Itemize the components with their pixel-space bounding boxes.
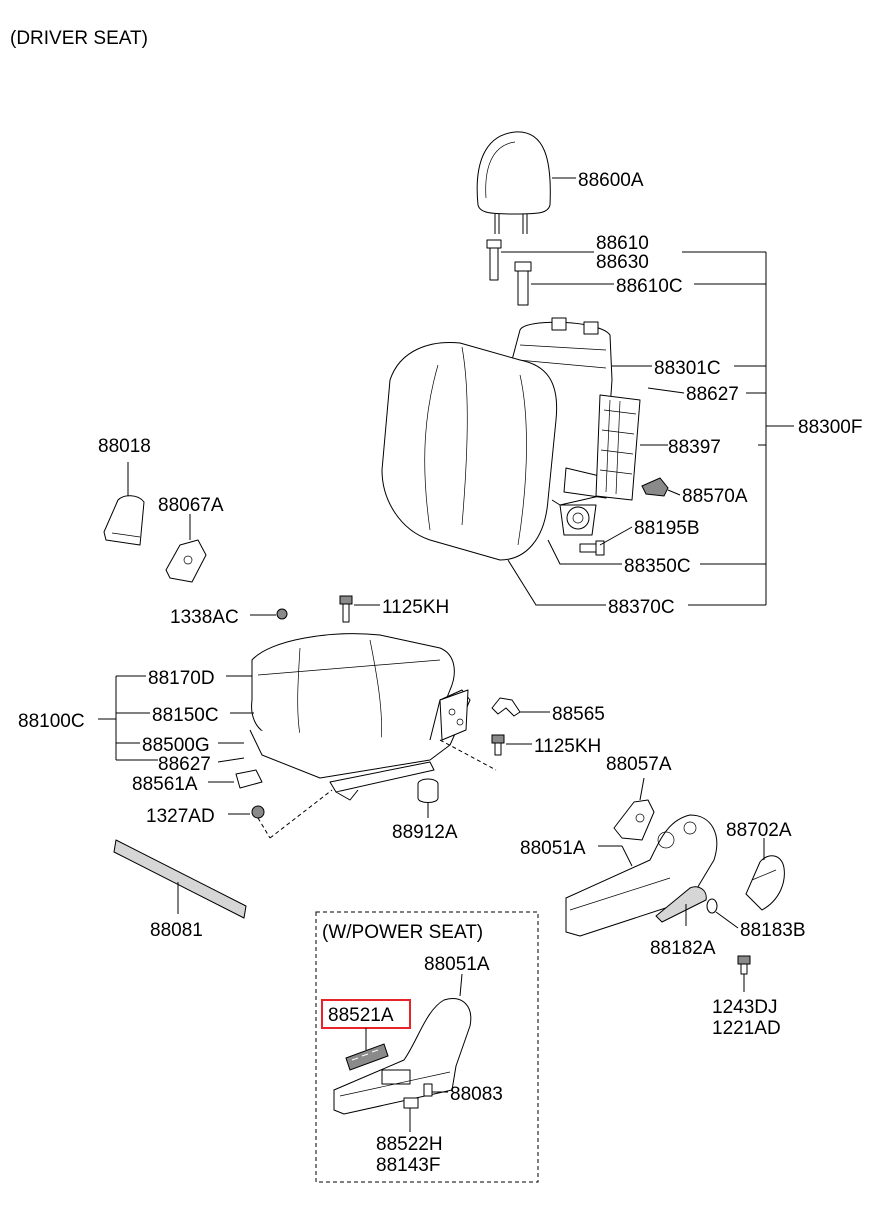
label-88522H: 88522H	[376, 1134, 443, 1155]
label-88627-upper: 88627	[686, 384, 739, 405]
lever-88182A-part[interactable]	[655, 886, 707, 923]
knob-88522H-part[interactable]	[403, 1097, 419, 1109]
label-88300F: 88300F	[798, 417, 862, 438]
label-88051A-power: 88051A	[424, 954, 490, 975]
label-88100C: 88100C	[18, 711, 85, 732]
ring-88183B-part[interactable]	[706, 898, 718, 914]
seatback-recliner-part[interactable]	[559, 504, 597, 536]
label-88610: 88610	[596, 233, 649, 254]
power-box-title: (W/POWER SEAT)	[322, 922, 483, 943]
label-88170D: 88170D	[148, 668, 215, 689]
label-1327AD: 1327AD	[146, 806, 215, 827]
nut-1327AD-part[interactable]	[251, 805, 265, 819]
label-88067A: 88067A	[158, 495, 224, 516]
side-shield-88051A-part[interactable]	[565, 814, 718, 937]
label-88051A-manual: 88051A	[520, 838, 586, 859]
cover-88067A-part[interactable]	[165, 539, 207, 583]
headrest-guide-part[interactable]	[486, 239, 502, 281]
diagram-title: (DRIVER SEAT)	[10, 28, 148, 49]
cap-88083-part[interactable]	[423, 1083, 433, 1097]
bolt-1125KH-upper-part[interactable]	[339, 595, 353, 623]
label-88057A: 88057A	[606, 754, 672, 775]
side-shield-power-part[interactable]	[333, 998, 472, 1115]
knob-88702A-part[interactable]	[745, 855, 785, 911]
label-1221AD: 1221AD	[712, 1018, 781, 1039]
headrest-part[interactable]	[476, 131, 551, 234]
nut-1338AC-part[interactable]	[276, 608, 288, 620]
label-88018: 88018	[98, 436, 151, 457]
seat-frame-part[interactable]	[249, 689, 471, 801]
label-88195B: 88195B	[634, 518, 700, 539]
clip-88561A-part[interactable]	[235, 769, 263, 789]
screw-1243DJ-part[interactable]	[737, 955, 751, 975]
label-88702A: 88702A	[726, 820, 792, 841]
switch-88521A-part[interactable]	[345, 1043, 389, 1071]
power-seat-box	[315, 911, 539, 1183]
strip-88081-part[interactable]	[113, 839, 247, 919]
label-1243DJ: 1243DJ	[712, 997, 778, 1018]
label-88630: 88630	[596, 252, 649, 273]
bracket-88300F	[682, 251, 794, 606]
label-88350C: 88350C	[624, 556, 691, 577]
label-88301C: 88301C	[654, 358, 721, 379]
lever-88570A-part[interactable]	[641, 477, 669, 497]
label-88565: 88565	[552, 704, 605, 725]
seatback-back-panel-part[interactable]	[595, 394, 641, 501]
label-88182A: 88182A	[650, 938, 716, 959]
bolt-1125KH-lower-part[interactable]	[491, 734, 505, 756]
label-88912A: 88912A	[392, 822, 458, 843]
label-88081: 88081	[150, 920, 203, 941]
bolt-88195B-part[interactable]	[579, 540, 605, 556]
seatback-cushion-part[interactable]	[381, 341, 558, 561]
label-88150C: 88150C	[152, 705, 219, 726]
label-88521A[interactable]: 88521A	[328, 1005, 394, 1026]
label-88561A: 88561A	[132, 774, 198, 795]
cap-88912A-part[interactable]	[417, 778, 439, 803]
label-88143F: 88143F	[376, 1155, 440, 1176]
label-88610C: 88610C	[616, 276, 683, 297]
label-1338AC: 1338AC	[170, 607, 239, 628]
label-1125KH-lower: 1125KH	[534, 736, 601, 757]
cover-88018-part[interactable]	[103, 495, 145, 546]
label-88500G: 88500G	[142, 735, 210, 756]
label-88370C: 88370C	[608, 597, 675, 618]
label-88600A: 88600A	[578, 170, 644, 191]
label-88570A: 88570A	[682, 486, 748, 507]
label-88627-lower: 88627	[158, 754, 211, 775]
label-88183B: 88183B	[740, 920, 806, 941]
cover-88057A-part[interactable]	[613, 799, 655, 841]
label-88397: 88397	[668, 437, 721, 458]
bracket-88100C	[98, 675, 158, 761]
headrest-guide-lock-part[interactable]	[514, 261, 532, 306]
bracket-88565-part[interactable]	[491, 697, 521, 717]
label-88083: 88083	[450, 1084, 503, 1105]
label-1125KH-upper: 1125KH	[382, 597, 449, 618]
